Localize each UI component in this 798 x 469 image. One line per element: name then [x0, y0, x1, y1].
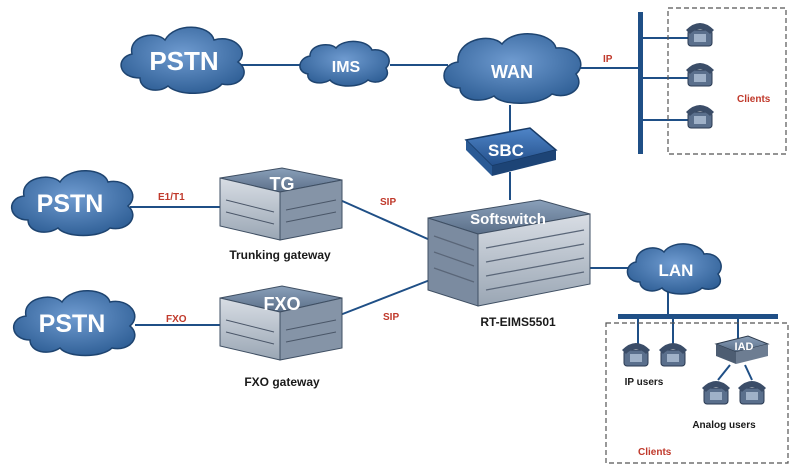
trunking-gateway-caption: Trunking gateway: [229, 248, 331, 262]
wan-label: WAN: [491, 62, 533, 82]
sip-top-link-label: SIP: [380, 197, 396, 208]
fxo-device: FXO: [219, 285, 343, 361]
pstn-middle-label: PSTN: [37, 190, 104, 218]
softswitch-slots: [433, 229, 585, 291]
ip-bus: [638, 12, 643, 154]
softswitch-label: Softswitch: [470, 211, 546, 228]
e1t1-link-label: E1/T1: [158, 192, 185, 203]
softswitch-model-caption: RT-EIMS5501: [480, 315, 556, 329]
ims-cloud: IMS: [299, 40, 390, 87]
fxo-gateway-caption: FXO gateway: [244, 375, 320, 389]
wan-cloud: WAN: [443, 33, 582, 104]
iad-label: IAD: [735, 341, 754, 353]
clients-bottom-caption: Clients: [638, 447, 672, 458]
fxo-link-label: FXO: [166, 314, 187, 325]
sbc-device: SBC: [464, 127, 558, 176]
analog-users-caption: Analog users: [692, 420, 756, 431]
iad-device: IAD: [714, 335, 770, 364]
phone-icon: [702, 381, 730, 405]
phone-icon: [738, 381, 766, 405]
lan-bus: [618, 314, 778, 319]
ims-label: IMS: [332, 59, 361, 76]
phone-icon: [659, 343, 687, 367]
ip-bus-taps: [643, 37, 690, 121]
phone-icon: [686, 105, 714, 129]
link-fxo-softswitch: [339, 279, 431, 316]
fxo-label: FXO: [263, 294, 300, 314]
sip-bottom-link-label: SIP: [383, 312, 399, 323]
softswitch-device: Softswitch: [427, 199, 591, 307]
connection-lines: [130, 64, 669, 326]
ip-link-label: IP: [603, 54, 613, 65]
phone-icon: [622, 343, 650, 367]
phone-icon: [686, 23, 714, 47]
pstn-bottom-label: PSTN: [39, 310, 106, 338]
lan-label: LAN: [659, 261, 694, 280]
pstn-cloud-bottom: PSTN: [13, 290, 136, 357]
ip-users-caption: IP users: [625, 377, 664, 388]
clients-top-region: [667, 7, 787, 155]
tg-device: TG: [219, 167, 343, 241]
sbc-label: SBC: [488, 141, 524, 160]
pstn-cloud-middle: PSTN: [11, 170, 134, 237]
pstn-cloud-top: PSTN: [120, 26, 245, 94]
clients-top-caption: Clients: [737, 94, 771, 105]
link-tg-softswitch: [339, 199, 431, 241]
clients-bottom-region: [605, 322, 789, 464]
phone-icon: [686, 63, 714, 87]
tg-label: TG: [270, 174, 295, 194]
lan-cloud: LAN: [626, 243, 722, 295]
pstn-top-label: PSTN: [149, 46, 218, 76]
